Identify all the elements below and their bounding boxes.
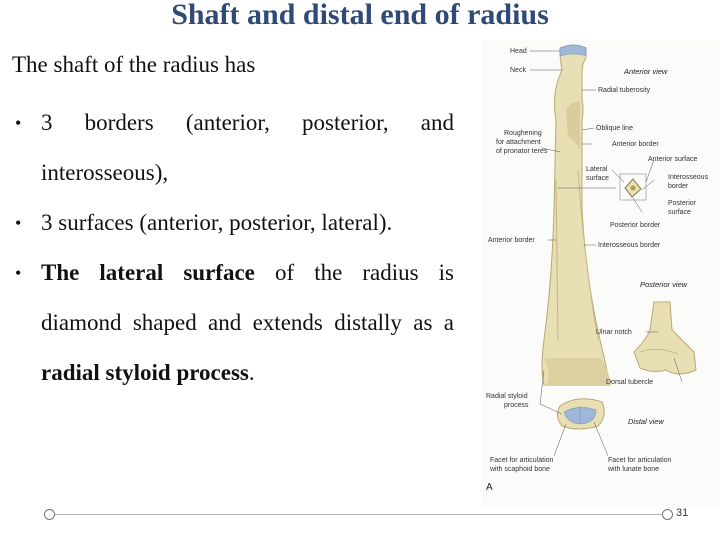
footer-left-dot [44,509,55,520]
label-oblique-line: Oblique line [596,125,633,132]
radius-cross-section [619,173,647,201]
label-posterior-view: Posterior view [640,280,688,289]
radius-bone-anterior [541,44,611,386]
label-panel-letter: A [486,482,493,493]
label-interosseous: Interosseous [668,174,709,181]
label-facet-scaphoid-1: Facet for articulation [490,457,554,464]
bullet-text: 3 surfaces (anterior, posterior, lateral… [41,210,393,235]
label-facet-lunate-2: with lunate bone [607,466,659,473]
label-for-attachment: for attachment [496,139,541,146]
label-process: process [504,402,529,409]
bullet-icon: • [15,213,22,233]
label-neck: Neck [510,67,526,74]
label-anterior-view: Anterior view [623,67,668,76]
label-facet-lunate-1: Facet for articulation [608,457,672,464]
label-ulnar-notch: Ulnar notch [596,329,632,336]
intro-text: The shaft of the radius has [12,52,256,77]
label-radial-styloid: Radial styloid [486,393,528,400]
leader-lines [530,50,683,457]
footer-divider [48,514,666,515]
radius-distal-posterior [633,301,697,375]
slide-title: Shaft and distal end of radius [171,0,549,31]
bold-term: radial styloid process [41,360,249,385]
label-distal-view: Distal view [628,417,664,426]
label-anterior-border: Anterior border [612,141,659,148]
label-facet-scaphoid-2: with scaphoid bone [489,466,550,473]
label-anterior-surface: Anterior surface [648,156,698,163]
bullet-text: of the radius is diamond shaped and exte… [41,260,454,335]
label-roughening: Roughening [504,130,542,137]
bullet-icon: • [15,263,22,283]
label-pronator-teres: of pronator teres [496,148,548,155]
bullet-text: . [248,360,255,385]
bullet-borders: • 3 borders (anterior, posterior, and in… [12,98,454,198]
bullet-lateral-surface: • The lateral surface of the radius is d… [12,248,454,398]
radius-distal-articular [556,398,605,430]
label-lateral: Lateral [586,166,608,173]
label-head: Head [510,48,527,55]
label-posterior-border: Posterior border [610,222,661,229]
bullet-text: 3 borders (anterior, posterior, and inte… [41,110,454,185]
bullet-surfaces: • 3 surfaces (anterior, posterior, later… [12,198,454,248]
label-interosseous-border: Interosseous border [598,242,661,249]
label-surface: surface [586,175,609,182]
label-radial-tuberosity: Radial tuberosity [598,87,651,94]
footer-right-dot [662,509,673,520]
label-surface2: surface [668,209,691,216]
bullet-icon: • [15,113,22,133]
radius-illustration: Head Neck Anterior view Radial tuberosit… [486,44,709,493]
bold-term: The lateral surface [41,260,255,285]
radius-anatomy-figure: Head Neck Anterior view Radial tuberosit… [482,40,720,508]
label-anterior-border-left: Anterior border [488,237,535,244]
label-posterior: Posterior [668,200,697,207]
bullet-list: • 3 borders (anterior, posterior, and in… [12,98,454,398]
label-border: border [668,183,689,190]
page-number: 31 [676,507,689,519]
label-dorsal-tubercle: Dorsal tubercle [606,379,653,386]
